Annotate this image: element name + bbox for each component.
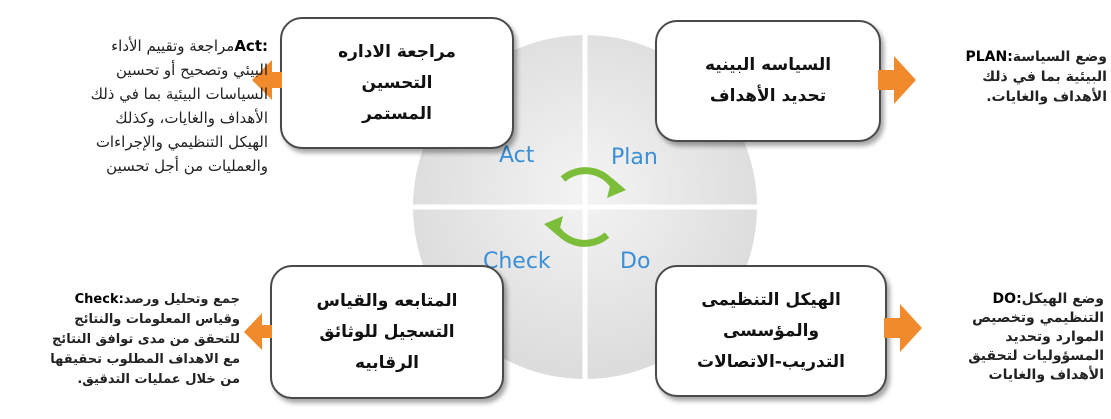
desc-plan-keyword: PLAN: [965,49,1013,65]
desc-plan-line-0: وضع السياسةPLAN: [921,47,1107,67]
desc-plan: وضع السياسةPLAN: البيئية بما في ذلك الأه… [921,47,1107,107]
box-act: مراجعة الاداره التحسين المستمر [280,17,514,149]
desc-do-line: التنظيمي وتخصيص [972,310,1104,326]
desc-check-line: للتحقق من مدى توافق النتائج [51,332,240,347]
box-do-line: التدريب-الاتصالات [697,351,845,372]
box-plan-line: السياسه البينيه [704,55,832,75]
desc-act-line-0: مراجعة وتقييم الأداءAct: [8,34,268,58]
desc-check-keyword: Check: [74,292,124,307]
desc-act-line: السياسات البيئية بما في ذلك [90,85,268,103]
desc-act-line: البيئي وتصحيح أو تحسين [115,61,268,79]
desc-act-keyword: Act: [234,37,268,55]
box-plan-line: تحديد الأهداف [709,86,827,106]
box-do-line: والمؤسسى [722,320,820,341]
desc-do-line: الأهداف والغايات [988,367,1104,383]
desc-plan-line: الأهداف والغايات. [986,89,1107,105]
desc-do-keyword: DO: [992,291,1022,307]
cycle-arrow-head-icon [607,178,626,198]
quadrant-label-plan: Plan [611,145,658,170]
box-check: المتابعه والقياس التسجيل للوثائق الرقابي… [270,265,504,399]
desc-act-line: والعمليات من أجل تحسين [106,157,268,175]
desc-act-line: الأهداف والغايات، وكذلك [115,109,268,127]
check-arrow-icon [244,313,272,350]
desc-do-text: وضع الهيكل [1021,291,1104,307]
plan-arrow-icon [878,56,916,104]
box-act-line: مراجعة الاداره [338,41,456,62]
box-check-line: الرقابيه [355,352,419,373]
desc-check-line: مع الاهداف المطلوب تحقيقها [50,352,240,367]
quadrant-label-do: Do [620,249,651,274]
box-check-line: التسجيل للوثائق [319,321,455,342]
desc-act: مراجعة وتقييم الأداءAct: البيئي وتصحيح أ… [8,34,268,178]
desc-plan-line: البيئية بما في ذلك [982,69,1107,85]
desc-check: جمع وتحليل ورصدCheck: وقياس المعلومات وا… [0,290,240,390]
box-act-line: المستمر [362,103,432,124]
desc-do-line-0: وضع الهيكلDO: [932,290,1104,309]
cycle-arrow-head-icon [544,216,563,236]
desc-act-text: مراجعة وتقييم الأداء [111,37,235,55]
desc-do: وضع الهيكلDO: التنظيمي وتخصيص الموارد وت… [932,290,1104,385]
desc-check-line: وقياس المعلومات والنتائج [74,312,240,327]
desc-check-line: من خلال عمليات التدقيق. [77,372,240,387]
desc-plan-text: وضع السياسة [1012,49,1107,65]
box-do-line: الهيكل التنظيمى [701,289,841,310]
act-arrow-icon [252,60,282,100]
desc-do-line: المسؤوليات لتحقيق [968,348,1104,364]
desc-check-line-0: جمع وتحليل ورصدCheck: [0,290,240,310]
quadrant-label-act: Act [499,143,535,168]
box-act-line: التحسين [361,72,433,93]
do-arrow-icon [884,304,922,352]
box-do: الهيكل التنظيمى والمؤسسى التدريب-الاتصال… [655,265,887,397]
box-plan: السياسه البينيه تحديد الأهداف [655,20,881,142]
desc-act-line: الهيكل التنظيمي والإجراءات [95,133,268,151]
desc-do-line: الموارد وتحديد [1005,329,1104,345]
box-check-line: المتابعه والقياس [316,290,458,311]
desc-check-text: جمع وتحليل ورصد [123,292,240,307]
